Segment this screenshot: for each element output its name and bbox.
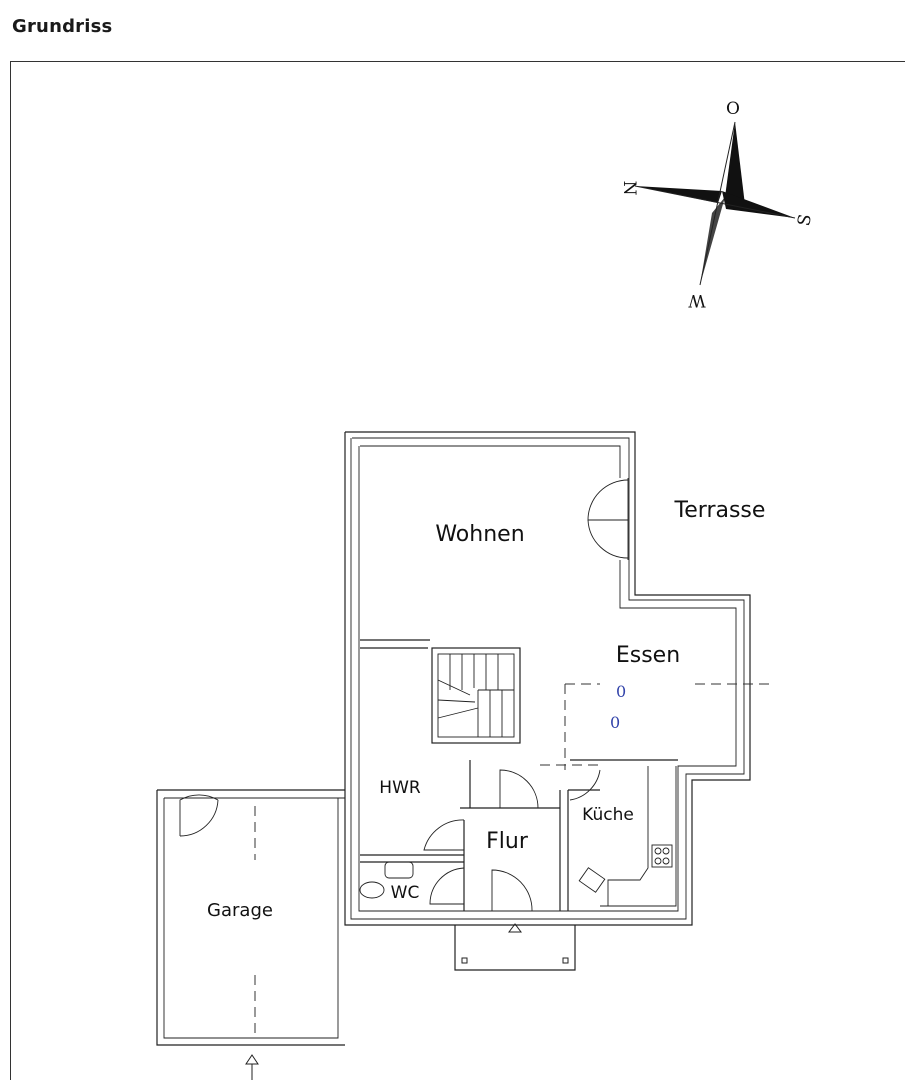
entrance-arrow-icon xyxy=(508,923,522,933)
room-label-flur: Flur xyxy=(486,829,529,854)
chair-mark: 0 xyxy=(610,713,620,732)
house-walls xyxy=(344,431,751,926)
plan-frame xyxy=(10,61,905,1080)
room-label-wohnen: Wohnen xyxy=(435,522,524,547)
compass-south-label: S xyxy=(794,213,816,228)
compass-north-label: N xyxy=(619,181,639,196)
compass-east-label: O xyxy=(726,99,740,119)
garage-walls xyxy=(156,789,345,1080)
room-label-garage: Garage xyxy=(207,900,273,921)
interior-walls: 0 0 xyxy=(359,639,772,912)
room-label-hwr: HWR xyxy=(379,778,421,798)
compass-needle-west xyxy=(700,197,725,285)
compass-needle-south xyxy=(722,191,795,218)
compass-west-label: W xyxy=(688,290,706,310)
entrance-step xyxy=(454,923,576,971)
room-label-wc: WC xyxy=(391,883,420,903)
compass-needle-east xyxy=(725,122,745,205)
page-title: Grundriss xyxy=(12,16,113,37)
room-label-essen: Essen xyxy=(616,643,680,668)
chair-mark: 0 xyxy=(616,682,626,701)
room-label-kueche: Küche xyxy=(582,805,634,825)
room-label-terrasse: Terrasse xyxy=(674,498,766,523)
compass-rose: O N S W xyxy=(619,99,816,310)
